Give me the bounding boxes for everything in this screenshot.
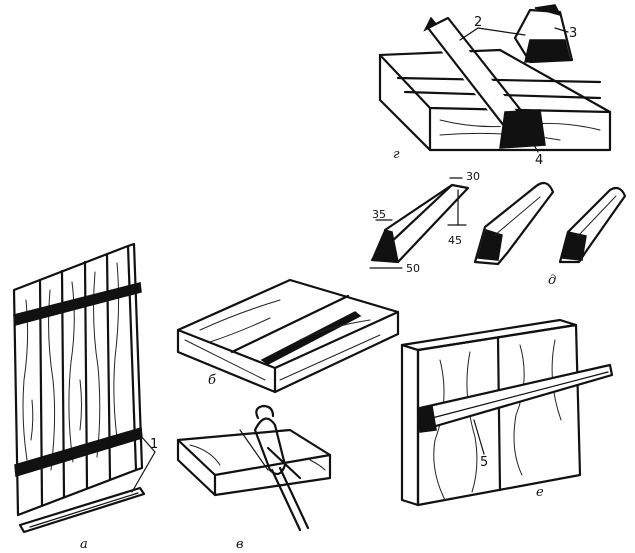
loose-batten [18, 486, 146, 534]
panel-v-plane-cutting [176, 404, 332, 532]
callout-2: 2 [474, 15, 482, 30]
board-b-grain [199, 299, 281, 331]
profile-3-end [561, 231, 587, 261]
callout-5-leader [473, 419, 485, 455]
door-grain [22, 299, 29, 461]
panel-label-e: е [536, 485, 544, 500]
profile-3-body [558, 186, 627, 264]
callout-1: 1 [150, 437, 158, 452]
board-g-seam [396, 76, 602, 84]
board-e-grain [466, 351, 478, 493]
callout-4: 4 [535, 153, 543, 168]
panel-a-door [12, 242, 156, 534]
batten-e-outline [418, 363, 614, 432]
board-b-seam [230, 294, 350, 354]
batten-g-tip [423, 16, 438, 32]
board-v-top [176, 428, 332, 477]
board-e-seam [496, 336, 502, 492]
callout-3: 3 [569, 26, 577, 41]
profile-2-body [473, 181, 555, 266]
board-e-side [400, 343, 420, 507]
panel-label-b: б [208, 373, 216, 388]
panel-b-grooved-board [176, 278, 400, 394]
batten-e-edge [431, 371, 609, 419]
profile-3-edge [577, 195, 617, 237]
callout-3-leader [554, 27, 569, 33]
callout-2-leader [477, 27, 526, 36]
batten-e-face [420, 365, 612, 430]
board-e-face [416, 323, 582, 507]
board-v-groove [278, 466, 310, 530]
callout-4-leader [529, 137, 539, 153]
board-b-grain [279, 334, 381, 381]
board-e-grain [513, 344, 525, 476]
plane-handle [255, 404, 275, 420]
door-grain [79, 379, 82, 431]
batten-piece-end [524, 39, 571, 63]
door-outline [12, 244, 138, 517]
callout-2-leader [459, 27, 479, 41]
panel-label-d: д [548, 273, 556, 288]
door-grain [30, 399, 34, 441]
board-b-grain [299, 319, 371, 341]
board-g-grain [439, 132, 561, 141]
panel-label-a: а [80, 537, 88, 552]
panel-label-g: г [393, 147, 400, 162]
batten-g-edge [426, 26, 517, 142]
plane-blade [266, 446, 302, 480]
board-b-groove [260, 311, 362, 365]
callout-1-leader [139, 434, 156, 453]
board-v-grain [309, 459, 326, 471]
batten-g-end [499, 109, 546, 149]
dim-30: 30 [466, 170, 480, 183]
board-v-grain [189, 444, 221, 466]
panel-label-v: в [236, 537, 244, 552]
callout-5: 5 [480, 455, 488, 470]
board-e-top [400, 318, 578, 352]
door-edge [126, 242, 144, 472]
board-b-grain [209, 317, 271, 343]
profile-1-end [370, 229, 399, 263]
profile-2-end [477, 229, 503, 261]
dim-35: 35 [372, 208, 386, 221]
board-e-grain [433, 359, 446, 501]
panel-e-board-with-batten [400, 318, 614, 507]
profile-2-edge [494, 196, 541, 236]
profile-1-edge [383, 183, 454, 232]
dim-50: 50 [406, 262, 420, 275]
door-bottom-batten [14, 427, 143, 477]
panel-g-batten-assembly [378, 4, 612, 153]
board-v-seam [239, 429, 269, 471]
callout-1-leader [131, 451, 156, 493]
board-b-grain [184, 339, 266, 381]
panel-d-profiles [369, 177, 627, 269]
loose-batten-edge [29, 492, 139, 528]
batten-e-end [417, 405, 437, 433]
dim-45: 45 [448, 234, 462, 247]
batten-piece-top [534, 4, 562, 17]
door-grain [48, 289, 56, 471]
door-top-batten [13, 282, 142, 326]
board-v-groove [270, 468, 302, 532]
